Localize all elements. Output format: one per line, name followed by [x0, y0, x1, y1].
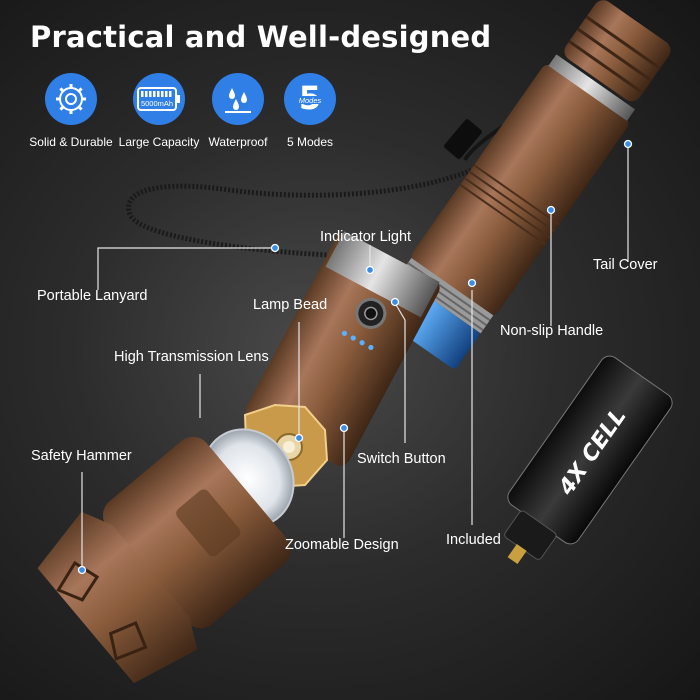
callout-tail-cover: Tail Cover	[593, 257, 658, 273]
callout-portable-lanyard: Portable Lanyard	[37, 288, 148, 304]
feature-solid-durable: Solid & Durable	[11, 73, 131, 149]
callout-high-transmission-lens: High Transmission Lens	[114, 349, 269, 365]
battery-badge: 5000mAh	[141, 99, 173, 108]
lanyard-clip	[443, 118, 483, 160]
feature-5-modes: 5 Modes 5 Modes	[250, 73, 370, 149]
safety-hammer-bezel	[37, 511, 198, 684]
feature-large-capacity: 5000mAh Large Capacity	[99, 73, 219, 149]
lanyard-cord	[126, 147, 512, 258]
handle-body	[411, 65, 629, 315]
callout-dots	[77, 139, 633, 575]
battery-included: 4X CELL	[504, 355, 673, 565]
battery-icon: 5000mAh	[133, 73, 185, 125]
callout-lamp-bead: Lamp Bead	[253, 297, 328, 313]
feature-label: Waterproof	[208, 135, 268, 149]
feature-label: Large Capacity	[118, 135, 200, 149]
indicator-lights	[341, 330, 374, 351]
callout-included: Included	[446, 532, 501, 548]
callout-indicator-light: Indicator Light	[320, 229, 412, 245]
callout-lines	[81, 144, 629, 570]
five-modes-icon: 5 Modes	[284, 73, 336, 125]
callout-non-slip-handle: Non-slip Handle	[500, 323, 604, 339]
gear-icon	[45, 73, 97, 125]
modes-text: Modes	[299, 96, 322, 105]
water-drops-icon	[212, 73, 264, 125]
feature-label: 5 Modes	[286, 135, 334, 149]
callout-zoomable-design: Zoomable Design	[285, 537, 399, 553]
page-title: Practical and Well-designed	[30, 20, 492, 54]
callout-safety-hammer: Safety Hammer	[31, 448, 132, 464]
callout-switch-button: Switch Button	[357, 451, 446, 467]
feature-waterproof: Waterproof	[178, 73, 298, 149]
tail-spring-ring	[548, 54, 636, 121]
feature-label: Solid & Durable	[29, 135, 113, 149]
